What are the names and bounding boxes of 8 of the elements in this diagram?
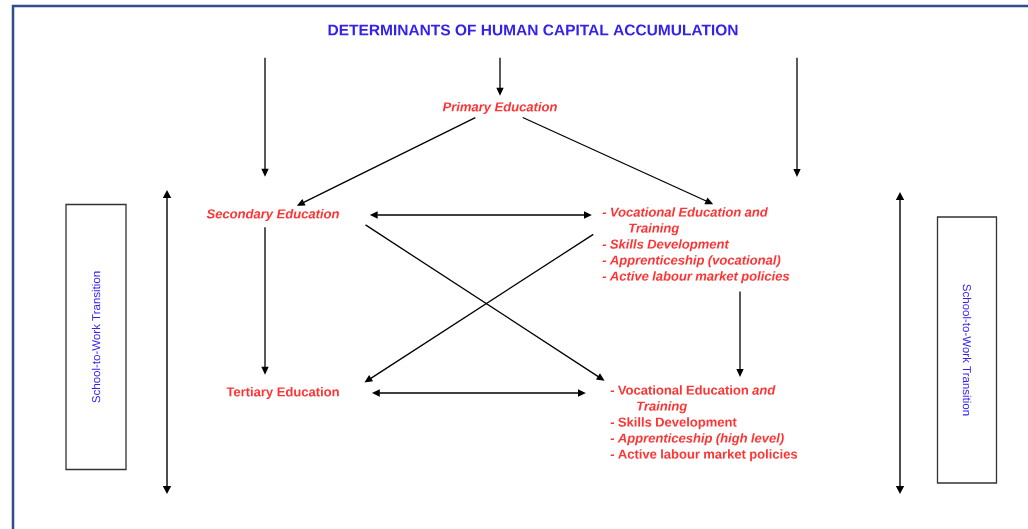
stage-label: Tertiary Education (226, 386, 339, 400)
diagram-title: DETERMINANTS OF HUMAN CAPITAL ACCUMULATION (328, 24, 738, 36)
programme-list: - Vocational Education and Training - Skills Development - Apprenticeship (vocational) - Active labour market policies (602, 207, 790, 284)
programme-list: - Vocational Education and Training - Skills Development - Apprenticeship (high level) - Active labour market policies (610, 385, 798, 462)
transition-box: School-to-Work Transition (65, 203, 127, 471)
transition-box: School-to-Work Transition (936, 216, 998, 484)
stage-label: Primary Education (442, 101, 557, 115)
stage-label: Secondary Education (206, 208, 339, 222)
